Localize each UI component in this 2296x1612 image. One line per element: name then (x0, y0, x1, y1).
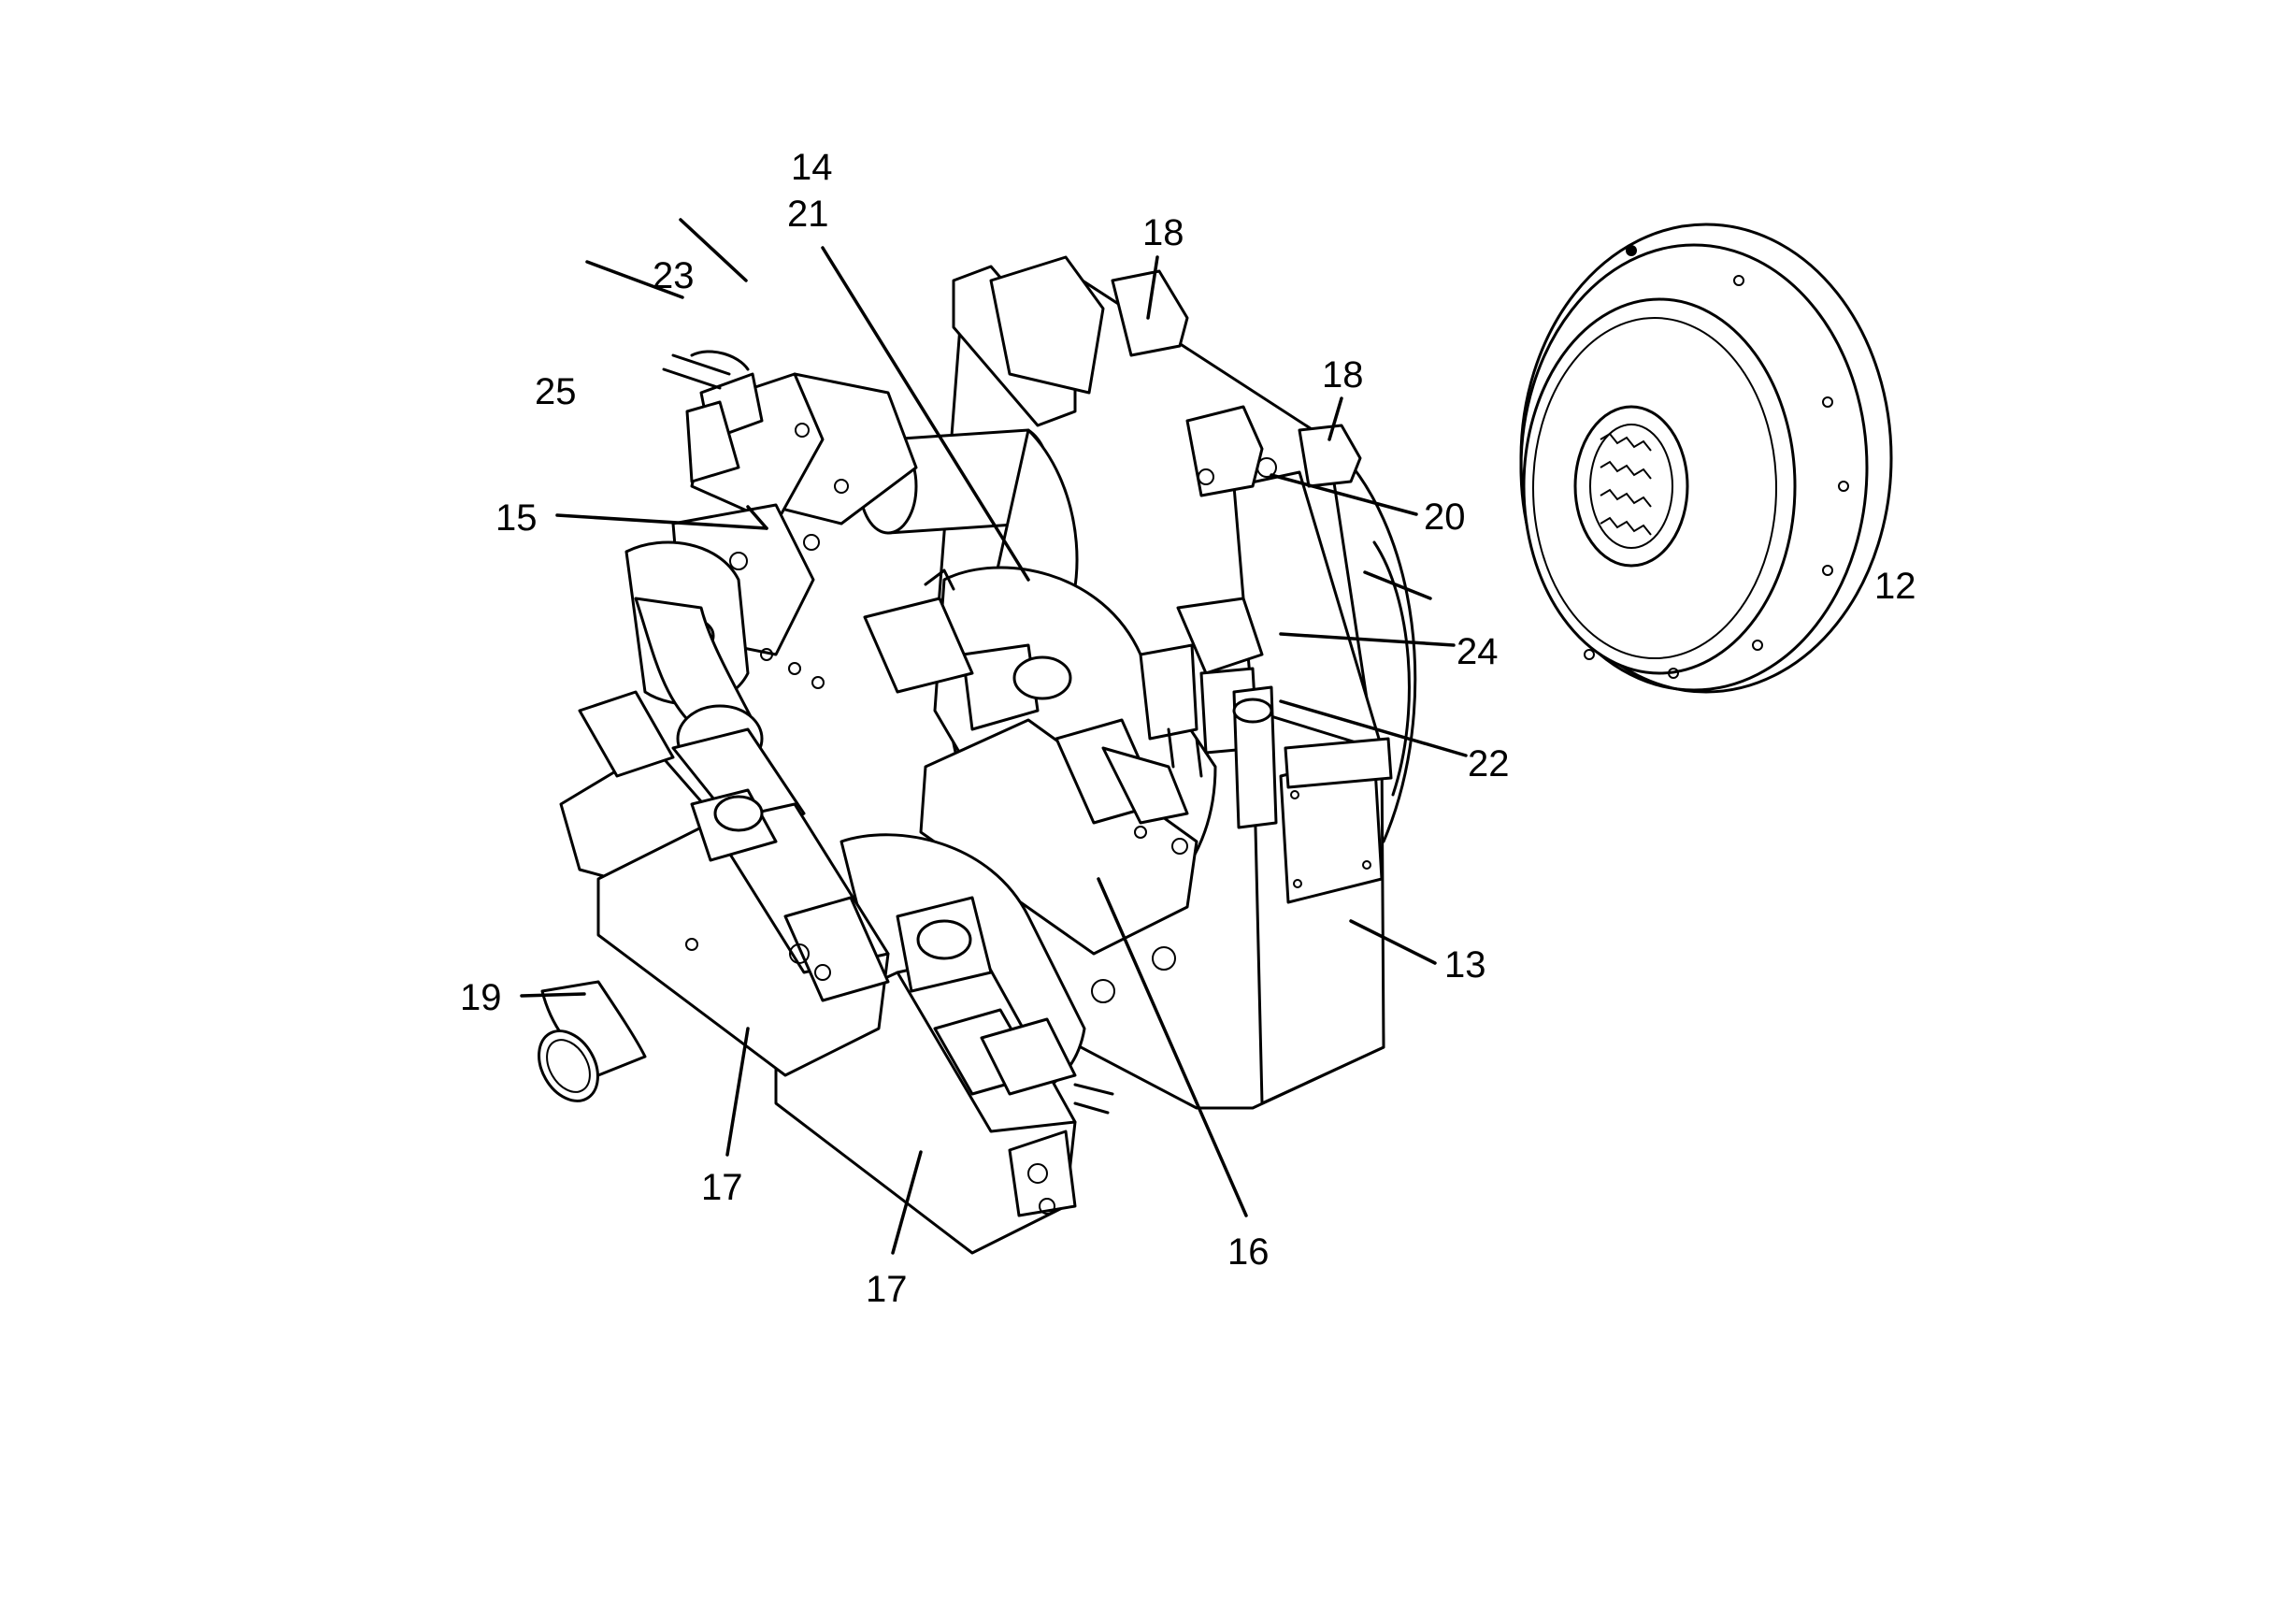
control-valve-block (624, 353, 918, 706)
pump-upper (863, 566, 1217, 956)
callout-16: 16 (1227, 1231, 1270, 1273)
callout-19: 19 (460, 977, 502, 1018)
callout-15: 15 (495, 497, 538, 539)
callout-18-left: 18 (1142, 212, 1184, 253)
callout-14: 14 (791, 147, 833, 188)
inlet-elbow (538, 980, 647, 1102)
housing-top-brackets (952, 255, 1362, 497)
leader-lines (520, 218, 1468, 1255)
callout-17-front: 17 (866, 1269, 908, 1310)
pump-lower-front (774, 833, 1176, 1255)
callout-17-rear: 17 (701, 1167, 743, 1208)
callout-22: 22 (1468, 743, 1510, 784)
callout-25: 25 (535, 371, 577, 412)
callout-20: 20 (1424, 497, 1466, 538)
callout-23: 23 (653, 255, 695, 296)
pump-lower-rear (559, 690, 890, 1077)
fitting-stub (690, 350, 750, 371)
callout-12: 12 (1874, 566, 1916, 607)
callout-18-right: 18 (1322, 354, 1364, 396)
callout-labels: 12 13 14 15 16 17 17 18 18 19 20 21 22 2… (460, 147, 1916, 1310)
callout-13: 13 (1444, 944, 1486, 986)
pressure-switch-assembly (1139, 597, 1278, 829)
coupling-disc (1519, 223, 1893, 694)
callout-21: 21 (787, 194, 829, 235)
callout-24: 24 (1457, 631, 1499, 672)
